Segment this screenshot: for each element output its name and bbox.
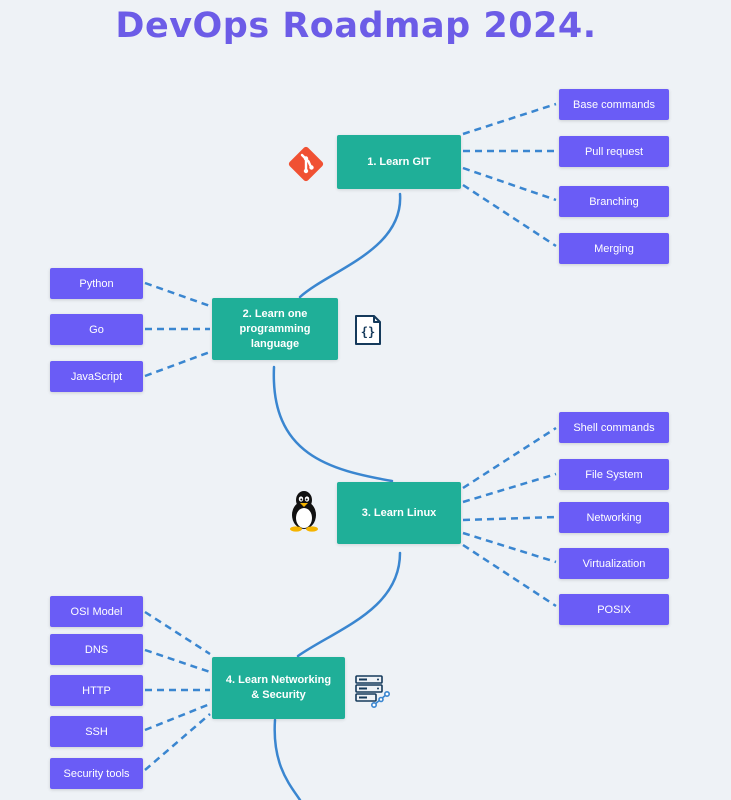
connector-linux-posix xyxy=(462,543,557,608)
topic-branching: Branching xyxy=(559,186,669,217)
topic-pull-request: Pull request xyxy=(559,136,669,167)
connector-net-dns xyxy=(144,648,211,674)
topic-osi-model: OSI Model xyxy=(50,596,143,627)
connector-lang-javascript xyxy=(144,350,211,378)
connector-step3-step4 xyxy=(296,551,402,658)
step-learn-git: 1. Learn GIT xyxy=(337,135,461,189)
git-icon xyxy=(288,146,324,187)
topic-base-commands: Base commands xyxy=(559,89,669,120)
connector-linux-networking xyxy=(462,515,557,522)
topic-javascript: JavaScript xyxy=(50,361,143,392)
topic-file-system: File System xyxy=(559,459,669,490)
topic-shell-commands: Shell commands xyxy=(559,412,669,443)
connector-git-branching xyxy=(462,166,557,202)
connector-net-ssh xyxy=(144,702,211,732)
connector-linux-virtualization xyxy=(462,531,557,564)
page-title: DevOps Roadmap 2024. xyxy=(115,6,597,46)
connector-lang-python xyxy=(144,281,211,308)
topic-virtualization: Virtualization xyxy=(559,548,669,579)
connector-net-security xyxy=(144,713,211,771)
connector-step1-step2 xyxy=(298,192,402,299)
connector-git-merging xyxy=(462,183,557,248)
connector-net-osi xyxy=(144,610,211,656)
topic-ssh: SSH xyxy=(50,716,143,747)
topic-python: Python xyxy=(50,268,143,299)
connector-step2-step3 xyxy=(272,365,394,483)
topic-merging: Merging xyxy=(559,233,669,264)
topic-networking: Networking xyxy=(559,502,669,533)
topic-http: HTTP xyxy=(50,675,143,706)
connector-linux-filesystem xyxy=(462,472,557,504)
connector-step4-next xyxy=(273,718,302,800)
connector-linux-shell xyxy=(462,426,557,490)
step-learn-programming-language: 2. Learn one programming language xyxy=(212,298,338,360)
topic-security-tools: Security tools xyxy=(50,758,143,789)
topic-go: Go xyxy=(50,314,143,345)
topic-dns: DNS xyxy=(50,634,143,665)
step-learn-networking-security: 4. Learn Networking & Security xyxy=(212,657,345,719)
step-learn-linux: 3. Learn Linux xyxy=(337,482,461,544)
network-server-icon xyxy=(354,674,390,713)
linux-tux-icon xyxy=(286,490,322,537)
code-file-icon: {} xyxy=(351,313,385,352)
topic-posix: POSIX xyxy=(559,594,669,625)
connector-git-base-commands xyxy=(462,102,557,136)
svg-text:{}: {} xyxy=(361,325,375,339)
